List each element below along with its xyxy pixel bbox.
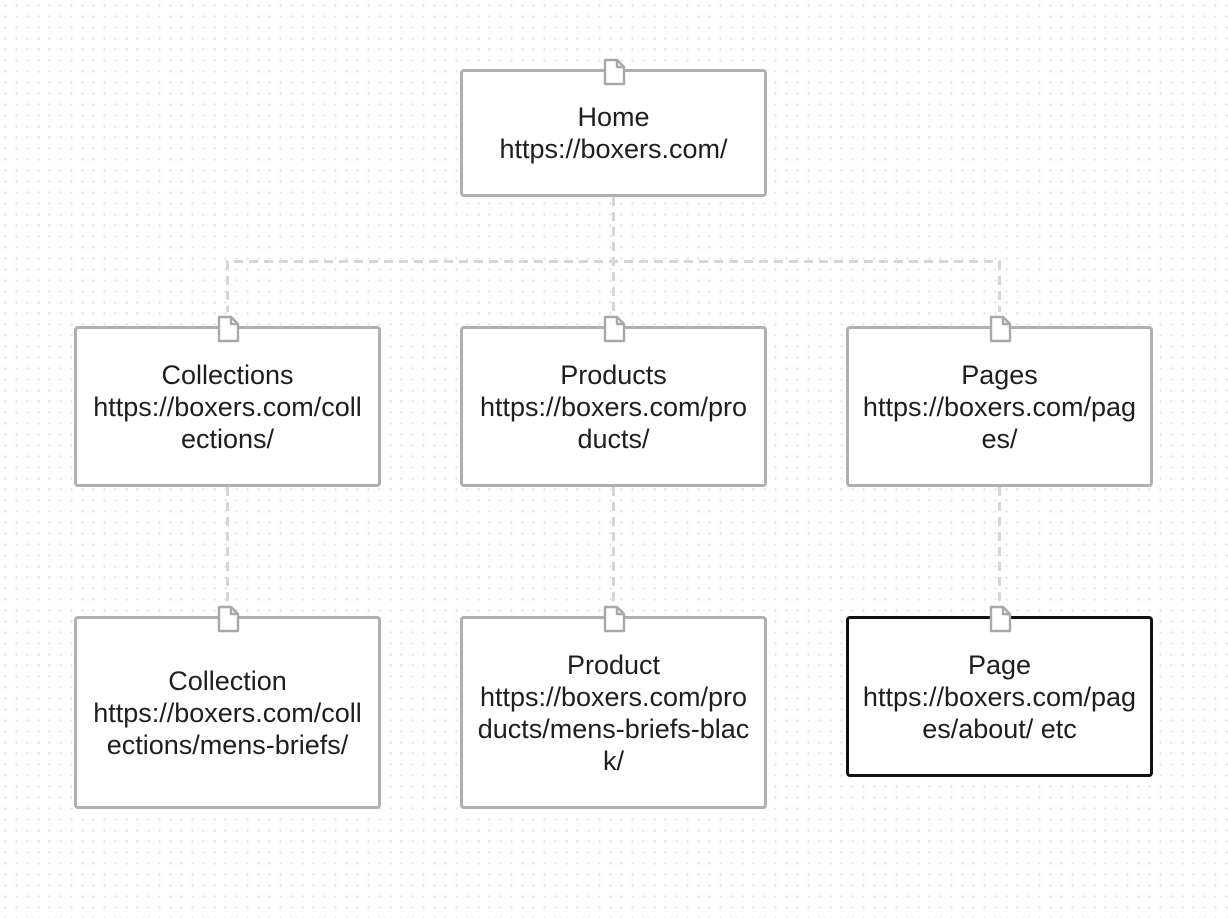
connector-home-collections (226, 197, 615, 312)
page-icon (600, 58, 628, 86)
node-collection-url: https://boxers.com/collections/mens-brie… (93, 697, 362, 760)
node-collection-label: Collection (168, 665, 287, 696)
node-page[interactable]: Page https://boxers.com/pages/about/ etc (846, 605, 1153, 777)
node-home[interactable]: Home https://boxers.com/ (460, 58, 767, 197)
node-collections-url: https://boxers.com/collections/ (93, 391, 362, 454)
node-home-label: Home (577, 102, 650, 132)
page-icon (600, 605, 628, 633)
node-products-label: Products (560, 359, 667, 390)
page-icon (214, 315, 242, 343)
node-pages-url: https://boxers.com/pages/ (862, 391, 1137, 454)
node-product[interactable]: Product https://boxers.com/products/mens… (460, 605, 767, 809)
connector-home-pages (612, 197, 1001, 312)
node-collections[interactable]: Collections https://boxers.com/collectio… (74, 315, 381, 487)
node-pages-label: Pages (961, 359, 1038, 390)
page-icon (600, 315, 628, 343)
page-icon (986, 605, 1014, 633)
node-page-label: Page (967, 649, 1032, 680)
page-icon (986, 315, 1014, 343)
node-products-url: https://boxers.com/products/ (479, 391, 748, 454)
node-collection[interactable]: Collection https://boxers.com/collection… (74, 605, 381, 809)
node-collections-label: Collections (161, 359, 294, 390)
node-products[interactable]: Products https://boxers.com/products/ (460, 315, 767, 487)
page-icon (214, 605, 242, 633)
node-product-label: Product (566, 649, 661, 680)
node-pages[interactable]: Pages https://boxers.com/pages/ (846, 315, 1153, 487)
node-page-url: https://boxers.com/pages/about/ etc (862, 681, 1137, 744)
node-product-url: https://boxers.com/products/mens-briefs-… (477, 681, 750, 776)
node-home-url: https://boxers.com/ (499, 134, 728, 164)
